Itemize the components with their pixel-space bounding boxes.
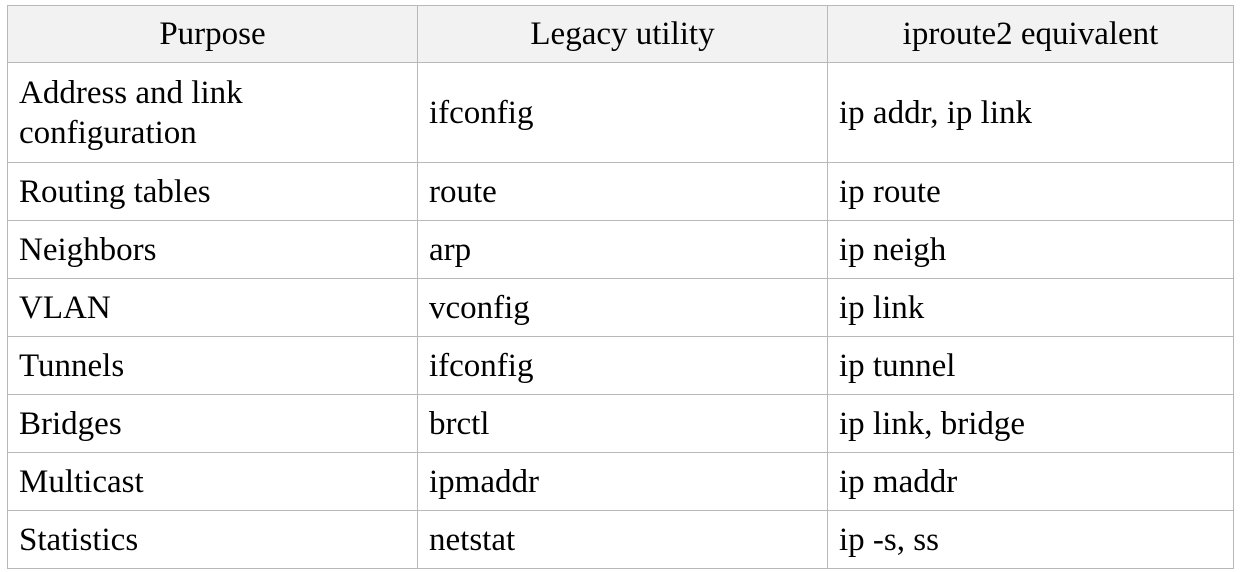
table-row: Multicast ipmaddr ip maddr [7, 452, 1234, 511]
header-iproute2-equivalent: iproute2 equivalent [827, 5, 1234, 63]
cell-purpose: Statistics [7, 510, 418, 569]
table-row: Statistics netstat ip -s, ss [7, 510, 1234, 569]
comparison-table-container: Purpose Legacy utility iproute2 equivale… [7, 5, 1234, 569]
table-row: Tunnels ifconfig ip tunnel [7, 336, 1234, 395]
cell-iproute2-equivalent: ip -s, ss [827, 510, 1234, 569]
cell-iproute2-equivalent: ip route [827, 162, 1234, 221]
table-header-row: Purpose Legacy utility iproute2 equivale… [7, 5, 1234, 63]
cell-iproute2-equivalent: ip neigh [827, 220, 1234, 279]
cell-purpose: Address and link configuration [7, 62, 418, 163]
cell-legacy-utility: route [417, 162, 828, 221]
cell-iproute2-equivalent: ip maddr [827, 452, 1234, 511]
table-row: Bridges brctl ip link, bridge [7, 394, 1234, 453]
table-row: Routing tables route ip route [7, 162, 1234, 221]
table-row: Address and link configuration ifconfig … [7, 62, 1234, 163]
cell-purpose: Neighbors [7, 220, 418, 279]
cell-legacy-utility: netstat [417, 510, 828, 569]
cell-iproute2-equivalent: ip tunnel [827, 336, 1234, 395]
cell-purpose: Multicast [7, 452, 418, 511]
cell-legacy-utility: arp [417, 220, 828, 279]
cell-purpose: Bridges [7, 394, 418, 453]
cell-legacy-utility: ipmaddr [417, 452, 828, 511]
header-legacy-utility: Legacy utility [417, 5, 828, 63]
table-row: VLAN vconfig ip link [7, 278, 1234, 337]
header-purpose: Purpose [7, 5, 418, 63]
cell-iproute2-equivalent: ip link [827, 278, 1234, 337]
cell-legacy-utility: ifconfig [417, 336, 828, 395]
cell-legacy-utility: brctl [417, 394, 828, 453]
cell-purpose: Routing tables [7, 162, 418, 221]
cell-purpose: Tunnels [7, 336, 418, 395]
cell-legacy-utility: vconfig [417, 278, 828, 337]
utility-comparison-table: Purpose Legacy utility iproute2 equivale… [7, 5, 1234, 569]
table-row: Neighbors arp ip neigh [7, 220, 1234, 279]
cell-iproute2-equivalent: ip link, bridge [827, 394, 1234, 453]
cell-legacy-utility: ifconfig [417, 62, 828, 163]
cell-purpose: VLAN [7, 278, 418, 337]
cell-iproute2-equivalent: ip addr, ip link [827, 62, 1234, 163]
